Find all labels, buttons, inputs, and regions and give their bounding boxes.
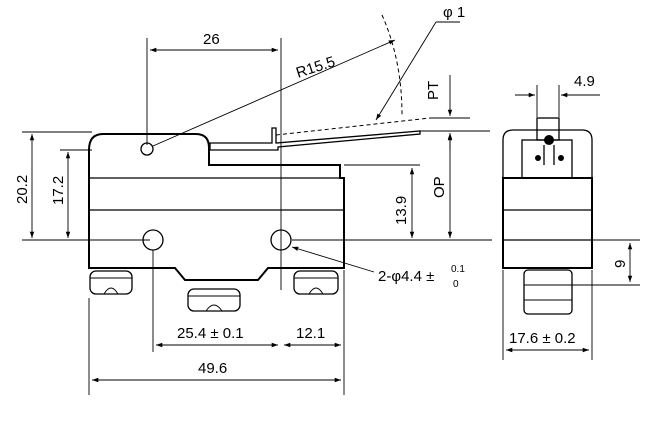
label-pt: PT bbox=[425, 81, 442, 100]
label-length: 49.6 bbox=[198, 360, 227, 377]
label-height-17-2: 17.2 bbox=[50, 176, 67, 205]
terminal-right bbox=[293, 270, 339, 295]
terminal-center bbox=[187, 288, 241, 312]
side-terminal bbox=[523, 269, 573, 315]
lever-travel-arc bbox=[381, 14, 403, 116]
phi-leader bbox=[375, 21, 437, 121]
label-hole: 2-φ4.4 ± bbox=[378, 268, 434, 285]
label-side-width: 17.6 ± 0.2 bbox=[509, 330, 576, 347]
side-dimensions bbox=[502, 85, 640, 360]
radius-leader bbox=[152, 39, 396, 147]
label-width-4-9: 4.9 bbox=[574, 73, 595, 90]
label-op: OP bbox=[431, 176, 448, 198]
label-height-13-9: 13.9 bbox=[393, 196, 410, 225]
label-radius: R15.5 bbox=[294, 53, 337, 82]
label-pitch: 25.4 ± 0.1 bbox=[177, 325, 244, 342]
label-hole-tol-down: 0 bbox=[453, 279, 459, 290]
label-width-26: 26 bbox=[203, 31, 220, 48]
side-body bbox=[502, 177, 593, 269]
terminal-left bbox=[89, 270, 133, 295]
front-dimensions bbox=[22, 38, 492, 395]
label-hole-tol-up: 0.1 bbox=[451, 264, 465, 275]
label-side-9: 9 bbox=[612, 260, 629, 268]
lever-dashed-position bbox=[275, 117, 431, 136]
side-view bbox=[502, 117, 593, 315]
switch-body bbox=[88, 133, 345, 281]
lever-arm bbox=[209, 127, 421, 151]
front-view bbox=[88, 14, 460, 312]
side-actuator-block bbox=[521, 139, 573, 179]
label-phi: φ 1 bbox=[443, 4, 465, 21]
side-plunger-dot bbox=[544, 135, 554, 145]
label-height-20-2: 20.2 bbox=[14, 175, 31, 204]
label-offset: 12.1 bbox=[296, 325, 325, 342]
side-actuator-housing bbox=[502, 129, 593, 178]
